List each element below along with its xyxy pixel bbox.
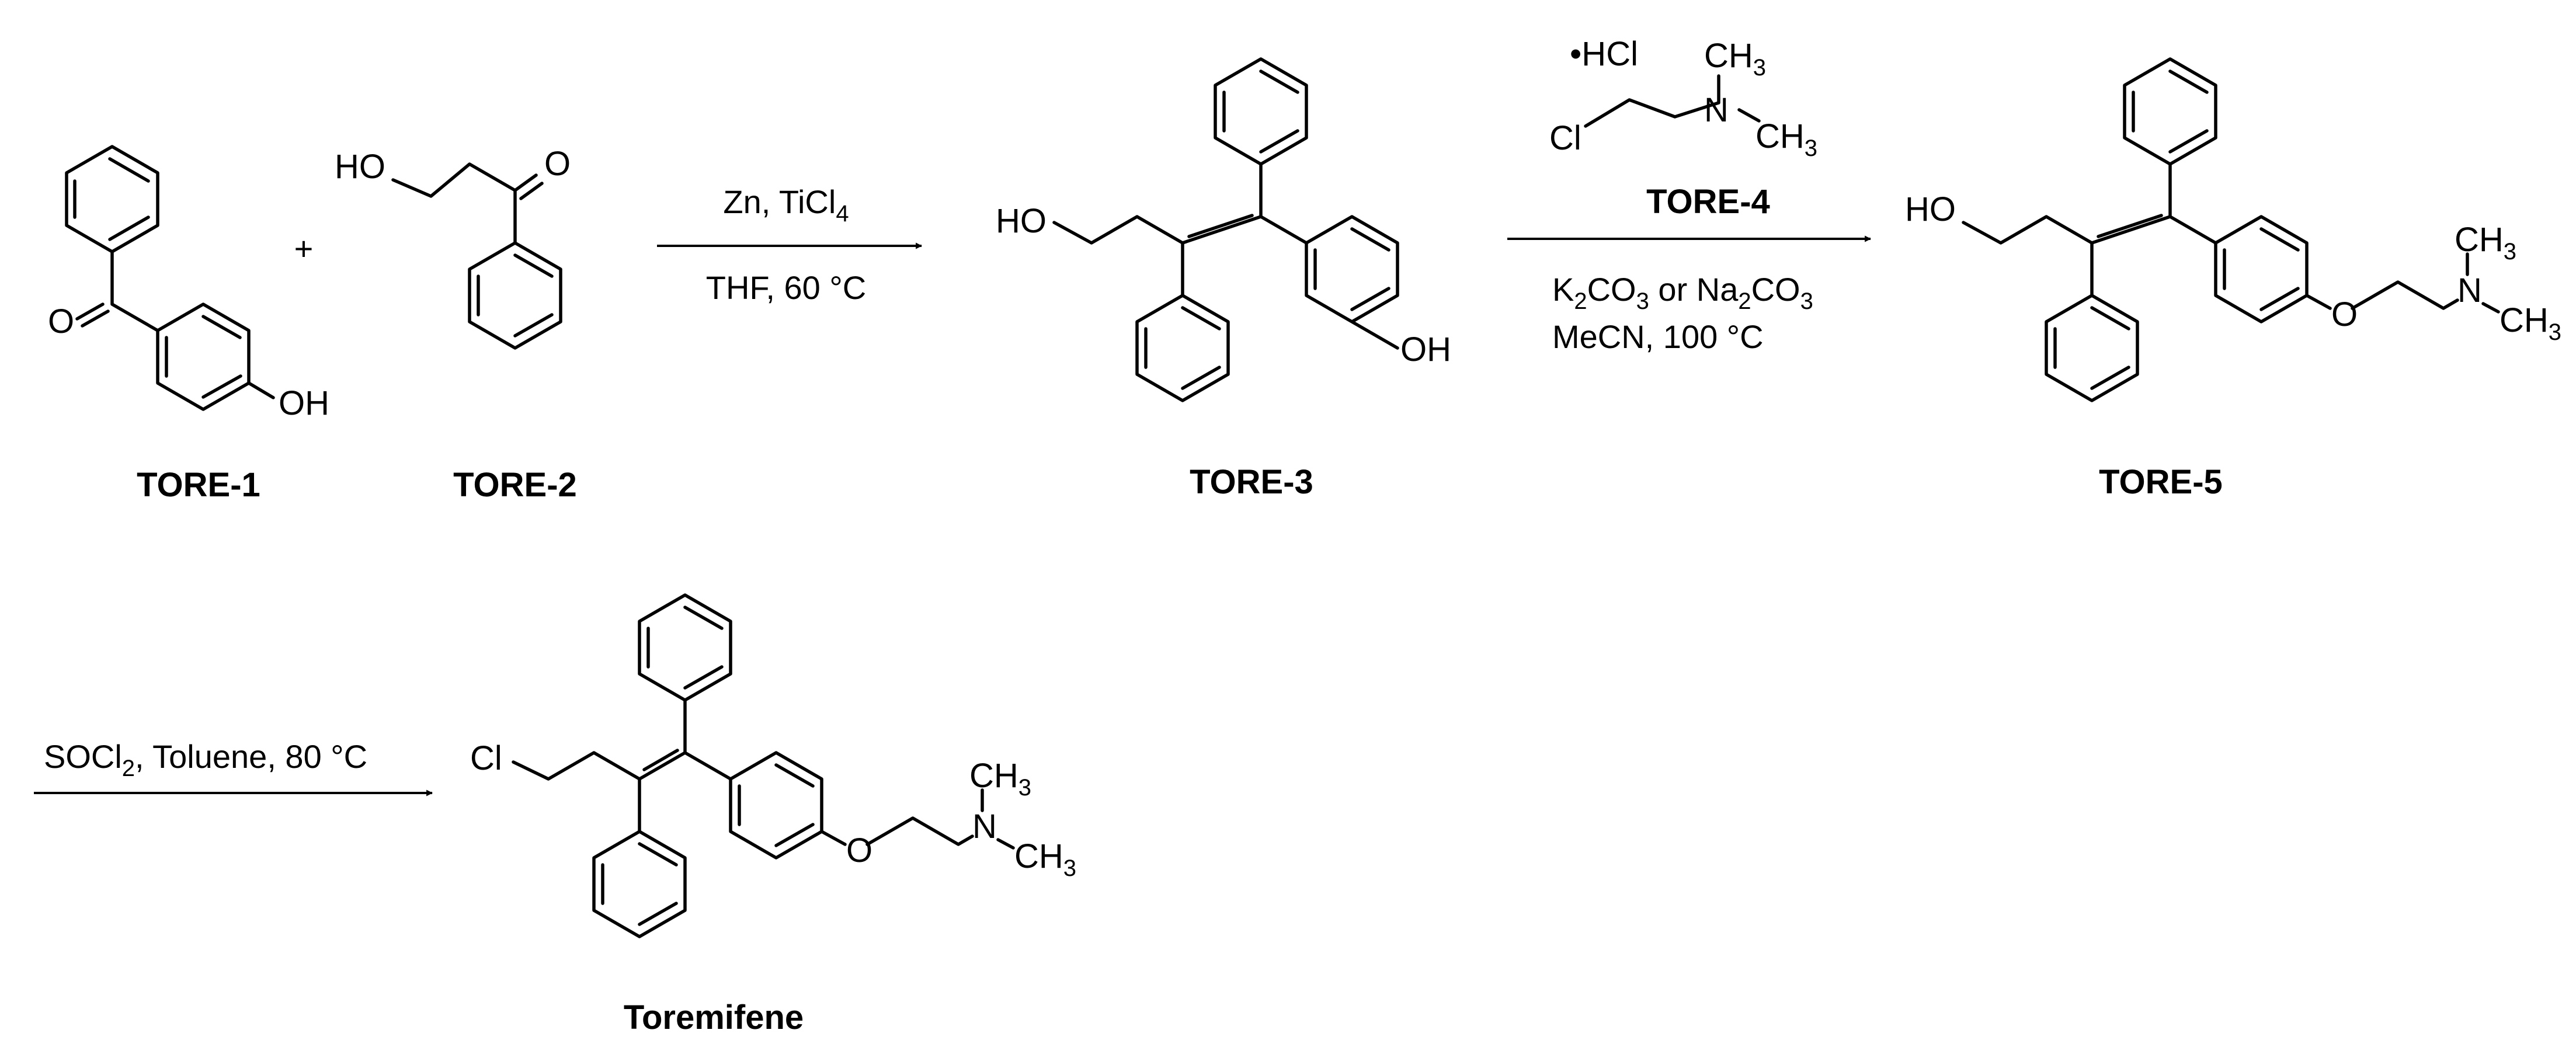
tore1-bonds	[75, 250, 159, 332]
toremifene-ch3-top: CH3	[969, 757, 1031, 801]
toremifene-side-chain	[820, 788, 1015, 850]
tore3-structure: HO OH TORE-3	[996, 57, 1451, 501]
tore1-o-label: O	[48, 302, 74, 340]
tore1-phenol-ring	[156, 302, 275, 411]
step1-reagents: Zn, TiCl4	[723, 183, 849, 227]
step1-conditions: THF, 60 °C	[706, 269, 866, 306]
step2-conditions: MeCN, 100 °C	[1552, 318, 1764, 355]
tore1-name: TORE-1	[137, 466, 260, 504]
tore3-double-bond	[1187, 214, 1254, 238]
tore5-name: TORE-5	[2099, 463, 2223, 501]
tore3-phenol-ring	[1305, 215, 1399, 350]
tore3-bonds	[1181, 162, 1308, 297]
tore5-ch3-top: CH3	[2455, 221, 2516, 265]
toremifene-o-label: O	[846, 832, 872, 869]
tore5-o-label: O	[2331, 295, 2358, 333]
toremifene-top-phenyl	[638, 593, 732, 702]
tore3-bottom-phenyl	[1135, 294, 1230, 402]
toremifene-ch3-bottom: CH3	[1014, 837, 1076, 881]
step2-arrow-group: K2CO3 or Na2CO3 MeCN, 100 °C	[1507, 235, 1872, 355]
tore4-n-label: N	[1704, 91, 1729, 129]
tore1-phenyl-ring	[65, 145, 159, 253]
tore4-name: TORE-4	[1646, 183, 1770, 221]
tore5-bottom-phenyl	[2045, 294, 2139, 402]
toremifene-name: Toremifene	[624, 999, 804, 1036]
tore3-oh-label: OH	[1400, 331, 1451, 368]
tore4-structure: •HCl Cl N CH3 CH3 TORE-4	[1549, 35, 1817, 221]
tore5-side-chain	[2305, 252, 2500, 314]
tore5-ch3-bottom: CH3	[2499, 301, 2561, 345]
toremifene-n-label: N	[972, 808, 997, 846]
step3-conditions: SOCl2, Toluene, 80 °C	[44, 738, 367, 781]
tore4-ch3-bottom: CH3	[1755, 117, 1817, 161]
toremifene-aryl-ring	[729, 751, 823, 860]
tore2-name: TORE-2	[453, 466, 577, 504]
toremifene-bottom-phenyl	[592, 830, 687, 938]
tore2-phenyl-ring	[468, 241, 562, 350]
toremifene-double-bond	[642, 749, 679, 771]
tore2-structure: HO O TORE-2	[335, 145, 577, 504]
tore5-bonds	[2090, 162, 2217, 297]
tore2-chain	[391, 162, 544, 245]
step3-arrow-group: SOCl2, Toluene, 80 °C	[34, 738, 433, 796]
tore3-top-phenyl	[1214, 57, 1308, 166]
tore4-cl-label: Cl	[1549, 119, 1581, 157]
tore2-o-label: O	[544, 145, 571, 183]
tore4-ch3-top: CH3	[1704, 37, 1766, 81]
tore5-structure: HO O N CH3 CH3 TORE-5	[1905, 57, 2561, 501]
tore3-name: TORE-3	[1190, 463, 1313, 501]
toremifene-bonds	[638, 698, 732, 833]
tore5-aryl-ring	[2214, 215, 2309, 323]
tore4-bonds	[1584, 74, 1761, 128]
tore5-n-label: N	[2457, 272, 2482, 309]
tore3-chain	[1052, 215, 1263, 245]
tore3-ho-label: HO	[996, 202, 1047, 240]
tore5-double-bond	[2097, 214, 2163, 238]
tore5-chain	[1962, 215, 2172, 245]
plus-sign: +	[294, 230, 314, 267]
step2-base: K2CO3 or Na2CO3	[1552, 271, 1813, 314]
tore1-structure: O OH TORE-1	[48, 145, 329, 504]
step1-arrow-group: Zn, TiCl4 THF, 60 °C	[657, 183, 923, 306]
tore2-ho-label: HO	[335, 148, 385, 186]
toremifene-cl-label: Cl	[470, 739, 502, 777]
toremifene-chain	[512, 751, 687, 781]
tore5-top-phenyl	[2123, 57, 2217, 166]
tore5-ho-label: HO	[1905, 190, 1956, 228]
toremifene-structure: Cl O N CH3 CH3 Toremifene	[470, 593, 1076, 1036]
tore1-oh-label: OH	[279, 384, 329, 422]
tore4-hcl-label: •HCl	[1570, 35, 1638, 73]
